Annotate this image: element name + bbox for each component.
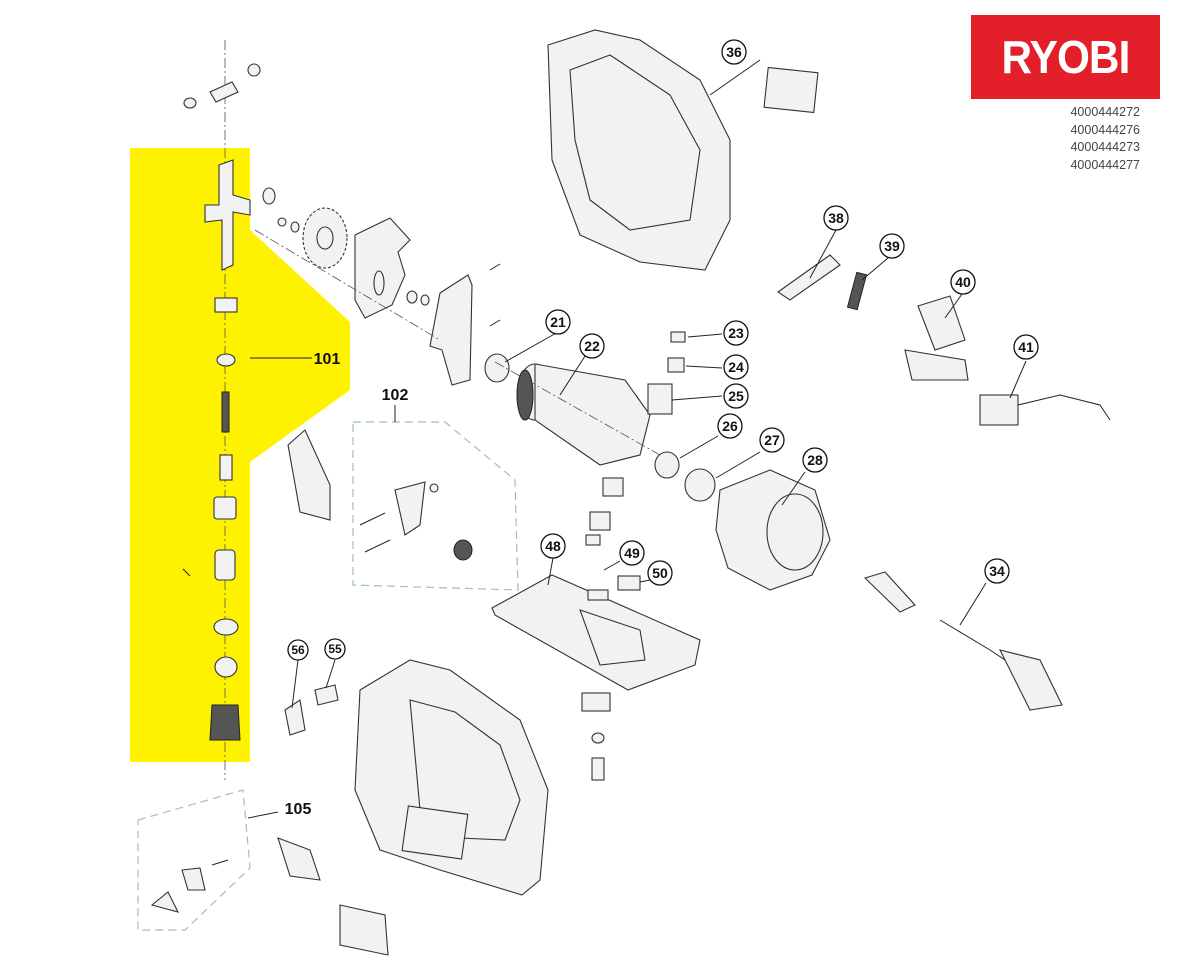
model-number-list: 4000444272 4000444276 4000444273 4000444…: [1030, 104, 1140, 174]
svg-text:27: 27: [764, 432, 780, 448]
group-label-101: 101: [314, 351, 341, 368]
callout-leaders: [247, 59, 1027, 819]
group-105-parts: [150, 837, 389, 956]
callout-56: 56: [287, 639, 309, 661]
svg-text:38: 38: [828, 210, 844, 226]
model-number: 4000444276: [1070, 122, 1140, 137]
callout-55: 55: [324, 638, 346, 660]
svg-text:26: 26: [722, 418, 738, 434]
base-plate: [491, 574, 701, 781]
callout-41: 41: [1013, 334, 1039, 360]
power-cord: [863, 571, 1063, 711]
callout-23: 23: [723, 320, 749, 346]
svg-text:41: 41: [1018, 339, 1034, 355]
svg-text:34: 34: [989, 563, 1005, 579]
logo-text: RYOBI: [1001, 31, 1131, 83]
svg-text:49: 49: [624, 545, 640, 561]
tool-body: [354, 659, 549, 896]
svg-text:39: 39: [884, 238, 900, 254]
callout-21: 21: [545, 309, 571, 335]
switch-parts: [777, 254, 1111, 426]
brush-parts: [585, 331, 686, 546]
svg-text:21: 21: [550, 314, 566, 330]
group-label-102: 102: [382, 387, 409, 404]
callout-36: 36: [721, 39, 747, 65]
housing-half: [547, 29, 819, 271]
model-number: 4000444273: [1070, 140, 1140, 155]
callout-39: 39: [879, 233, 905, 259]
model-number: 4000444272: [1070, 105, 1140, 119]
svg-text:22: 22: [584, 338, 600, 354]
callout-25: 25: [723, 383, 749, 409]
callout-24: 24: [723, 354, 749, 380]
callout-34: 34: [984, 558, 1010, 584]
callout-22: 22: [579, 333, 605, 359]
small-parts: [284, 684, 339, 736]
svg-text:24: 24: [728, 359, 744, 375]
model-number: 4000444277: [1070, 157, 1140, 172]
callout-40: 40: [950, 269, 976, 295]
callout-28: 28: [802, 447, 828, 473]
callout-38: 38: [823, 205, 849, 231]
gear-assembly: [254, 187, 510, 386]
group-101-highlight: [130, 148, 350, 762]
blade-guide-parts: [287, 429, 473, 561]
plunger-assembly: [182, 63, 261, 741]
svg-text:48: 48: [545, 538, 561, 554]
callout-48: 48: [540, 533, 566, 559]
group-label-105: 105: [285, 801, 312, 818]
svg-text:40: 40: [955, 274, 971, 290]
svg-text:23: 23: [728, 325, 744, 341]
stator: [715, 469, 831, 591]
svg-text:55: 55: [328, 642, 342, 656]
ryobi-logo: RYOBI: [971, 15, 1160, 99]
group-102-box: [352, 421, 519, 591]
svg-text:28: 28: [807, 452, 823, 468]
callout-27: 27: [759, 427, 785, 453]
svg-text:36: 36: [726, 44, 742, 60]
callout-50: 50: [647, 560, 673, 586]
svg-text:56: 56: [291, 643, 305, 657]
group-105-box: [137, 789, 251, 931]
svg-text:25: 25: [728, 388, 744, 404]
callout-26: 26: [717, 413, 743, 439]
svg-text:50: 50: [652, 565, 668, 581]
callout-49: 49: [619, 540, 645, 566]
